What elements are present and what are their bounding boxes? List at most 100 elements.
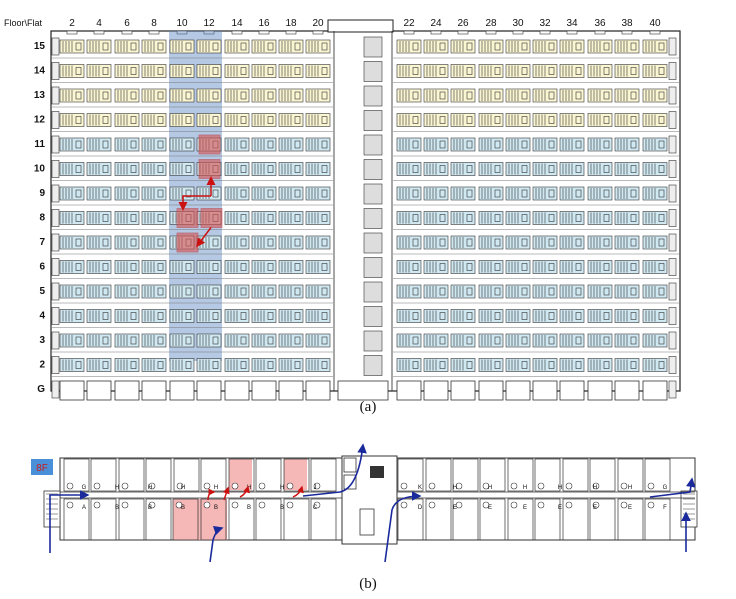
window-pane <box>494 165 501 173</box>
window-pane <box>157 42 164 51</box>
flat-top-west <box>228 458 255 492</box>
corridor-letter-top-west: H <box>280 485 284 491</box>
door-marker <box>231 501 239 509</box>
window-pane <box>212 287 219 296</box>
roof-vent <box>93 30 105 35</box>
ground-floor-bay <box>450 380 476 401</box>
corridor-letter-bottom-east: E <box>523 505 527 511</box>
ground-floor-bay <box>614 380 640 401</box>
window-pane <box>630 214 637 222</box>
window-pane <box>240 42 247 51</box>
core-window <box>363 208 383 229</box>
side-shaft-right <box>668 111 677 129</box>
flat-bottom-west <box>310 498 337 541</box>
corridor-letter-bottom-west: B <box>280 505 284 511</box>
floor-badge-label: 8F <box>36 463 48 474</box>
ground-floor-bay <box>169 380 195 401</box>
window-pane <box>240 361 247 369</box>
side-shaft-left <box>51 282 60 301</box>
window-pane <box>267 67 274 75</box>
window-pane <box>130 214 137 222</box>
window-pane <box>548 165 555 173</box>
window-pane <box>321 42 328 51</box>
window-pane <box>439 336 446 345</box>
window-pane <box>603 116 610 124</box>
flat-top-west <box>173 458 200 492</box>
window-pane <box>212 42 219 51</box>
window-pane <box>658 140 665 149</box>
door-marker <box>313 501 321 509</box>
side-shaft-left <box>51 380 60 399</box>
flat-number-22: 22 <box>403 18 415 29</box>
window-pane <box>321 361 328 369</box>
airflow-into-flat <box>209 525 224 563</box>
floor-label-10: 10 <box>34 164 46 175</box>
side-shaft-left <box>51 135 60 154</box>
side-shaft-right <box>668 307 677 325</box>
window-pane <box>294 42 301 51</box>
window-pane <box>185 91 192 100</box>
ground-floor-bay <box>141 380 167 401</box>
window-pane <box>439 238 446 247</box>
window-pane <box>466 312 473 320</box>
window-pane <box>439 91 446 100</box>
window-pane <box>575 287 582 296</box>
door-marker <box>592 501 600 509</box>
door-marker <box>231 482 239 490</box>
door-marker <box>400 501 408 509</box>
window-pane <box>321 116 328 124</box>
door-marker <box>286 482 294 490</box>
window-pane <box>630 42 637 51</box>
corridor-letter-bottom-east: E <box>628 505 632 511</box>
window-pane <box>185 287 192 296</box>
window-pane <box>603 263 610 271</box>
window-pane <box>294 91 301 100</box>
window-pane <box>157 287 164 296</box>
window-pane <box>548 116 555 124</box>
ground-floor-bay <box>114 380 140 401</box>
flat-number-6: 6 <box>124 18 130 29</box>
window-pane <box>439 263 446 271</box>
window-pane <box>267 42 274 51</box>
window-pane <box>212 67 219 75</box>
window-pane <box>240 238 247 247</box>
window-pane <box>548 336 555 345</box>
window-pane <box>521 263 528 271</box>
corridor-letter-top-east: H <box>628 485 632 491</box>
core-window <box>363 134 383 156</box>
flat-bottom-west <box>228 498 255 541</box>
window-pane <box>575 165 582 173</box>
core-window <box>363 61 383 82</box>
window-pane <box>521 312 528 320</box>
window-pane <box>102 361 109 369</box>
corridor-letter-top-east: G <box>663 485 668 491</box>
core-window <box>363 232 383 254</box>
window-pane <box>521 91 528 100</box>
window-pane <box>603 165 610 173</box>
door-marker <box>647 501 655 509</box>
core-window <box>363 306 383 327</box>
roof-structure <box>327 19 394 33</box>
window-pane <box>521 214 528 222</box>
flat-number-2: 2 <box>69 18 75 29</box>
core-window <box>363 36 383 58</box>
window-pane <box>466 263 473 271</box>
window-pane <box>630 238 637 247</box>
window-pane <box>321 165 328 173</box>
window-pane <box>321 287 328 296</box>
roof-vent <box>594 30 606 35</box>
transmission-arrow-2 <box>222 486 230 501</box>
door-marker <box>286 501 294 509</box>
window-pane <box>494 361 501 369</box>
window-pane <box>102 116 109 124</box>
floor-label-3: 3 <box>39 335 45 346</box>
airflow-east-exit <box>649 477 696 498</box>
window-pane <box>157 214 164 222</box>
ground-floor-bay <box>423 380 449 401</box>
door-marker <box>565 501 573 509</box>
roof-vent <box>231 30 243 35</box>
affected-flat-top-1 <box>229 459 252 490</box>
window-pane <box>321 263 328 271</box>
window-pane <box>412 189 419 198</box>
corridor-letter-bottom-west: A <box>82 505 86 511</box>
